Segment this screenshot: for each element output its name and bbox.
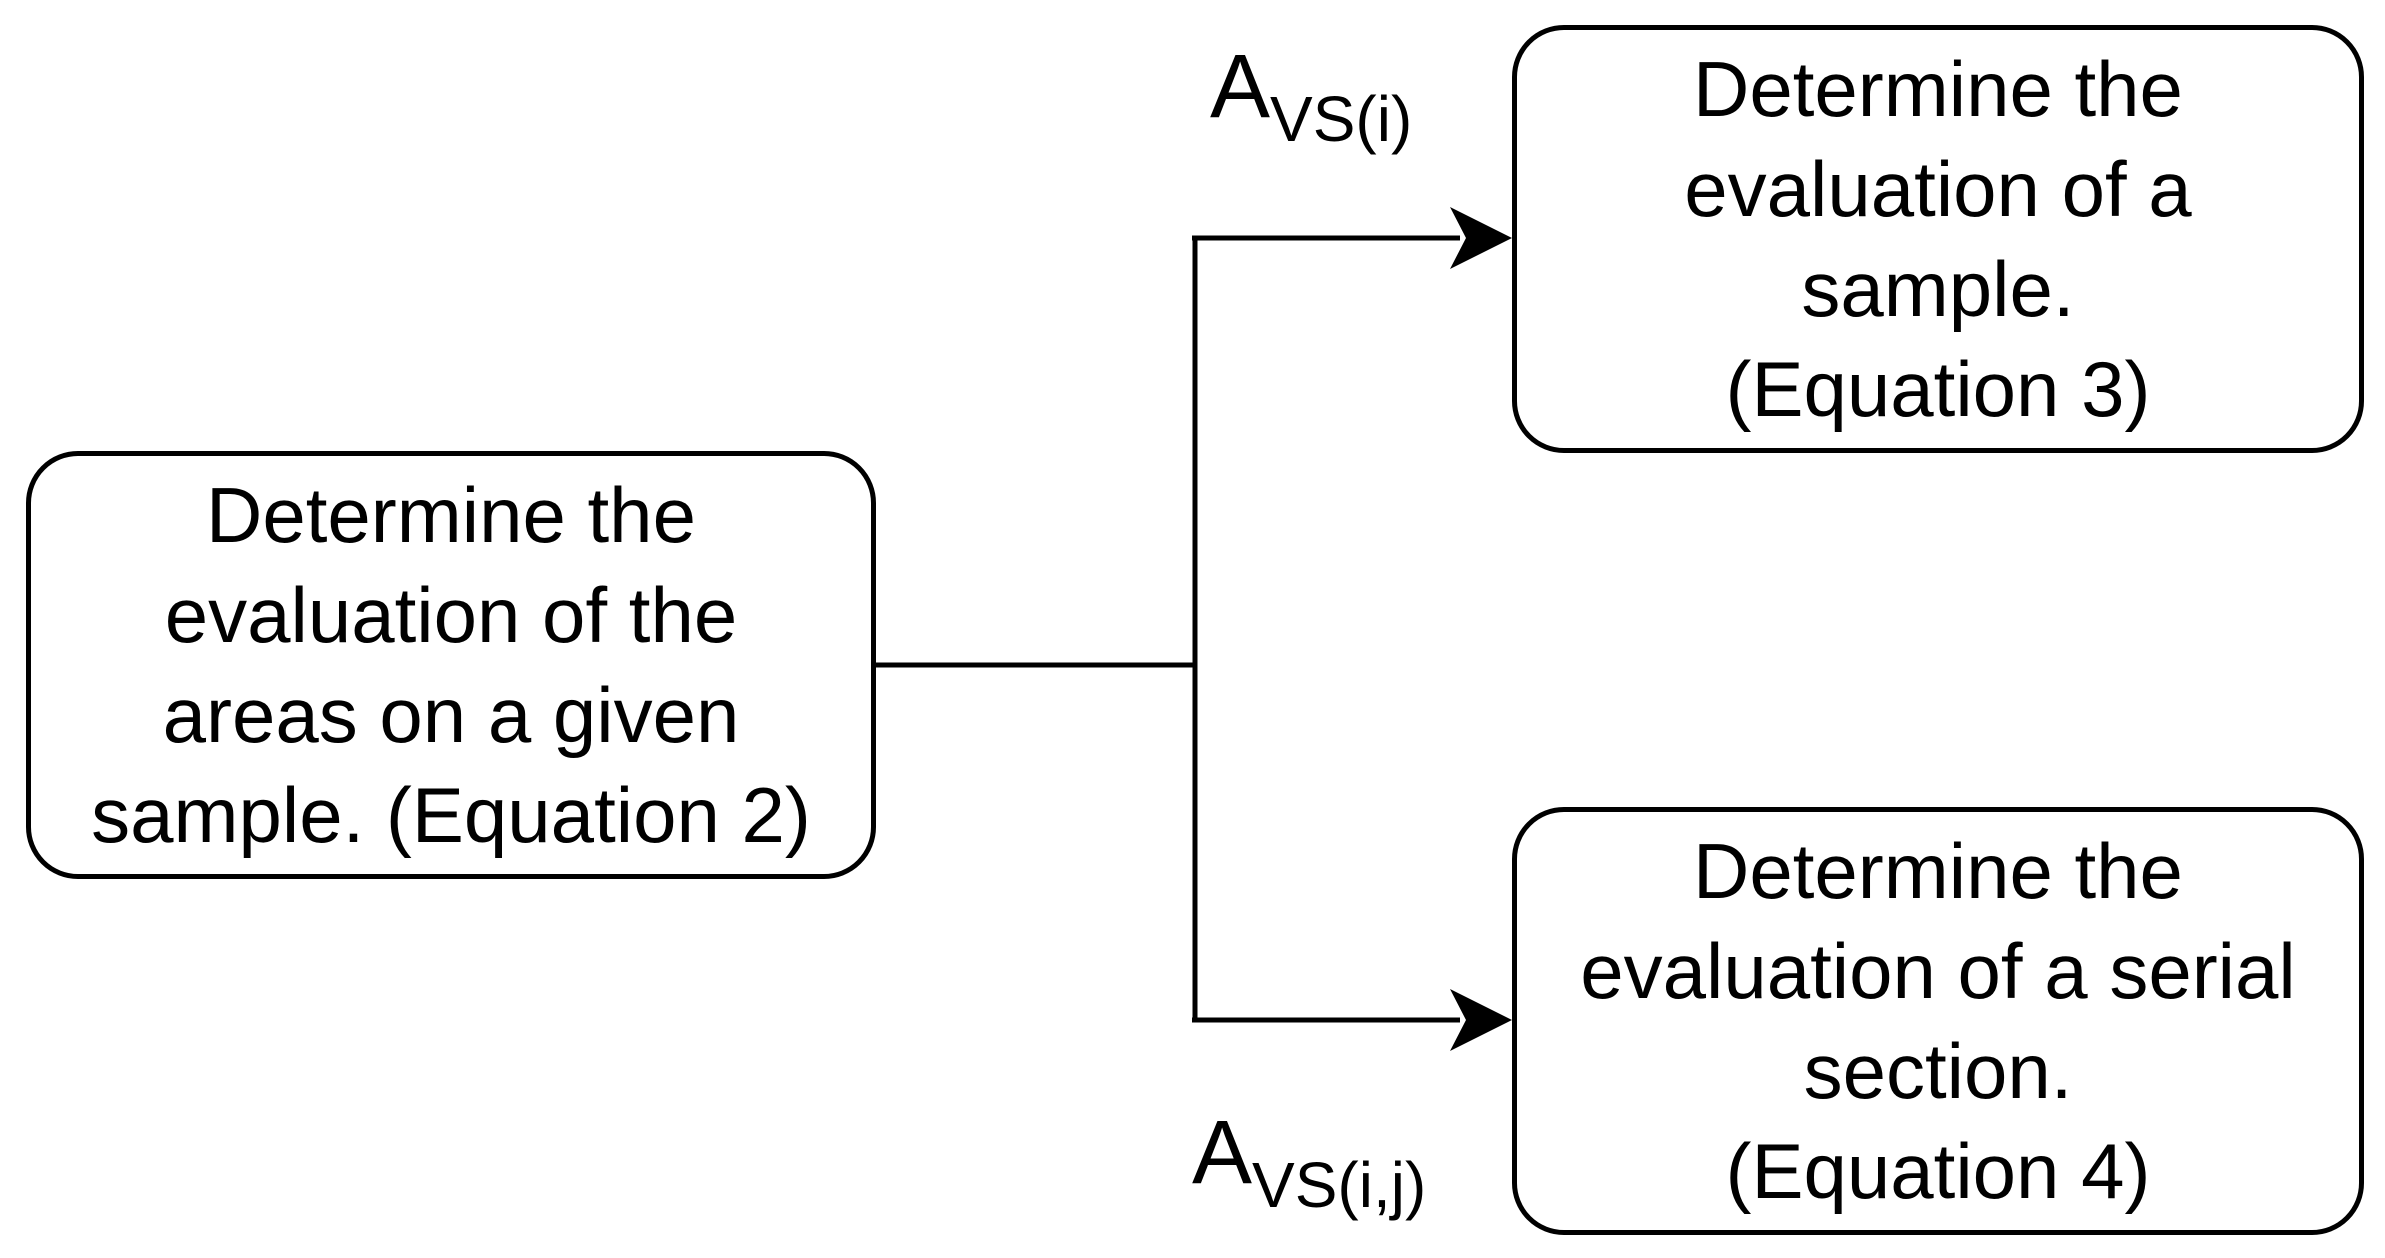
edge-label-avs-ij-main: A — [1192, 1103, 1253, 1203]
node-evaluation-of-areas: Determine the evaluation of the areas on… — [26, 451, 876, 879]
node-evaluation-of-sample: Determine the evaluation of a sample. (E… — [1512, 25, 2364, 453]
node-evaluation-of-serial-section: Determine the evaluation of a serial sec… — [1512, 807, 2364, 1235]
edge-label-avs-i-main: A — [1210, 37, 1271, 137]
node-evaluation-of-sample-text: Determine the evaluation of a sample. (E… — [1684, 45, 2192, 433]
edge-label-avs-i: AVS(i) — [1210, 42, 1412, 151]
arrowhead-bottom — [1450, 989, 1512, 1051]
edge-label-avs-ij-sub: VS(i,j) — [1252, 1149, 1427, 1221]
node-evaluation-of-areas-text: Determine the evaluation of the areas on… — [91, 471, 811, 859]
arrowhead-top — [1450, 207, 1512, 269]
edge-label-avs-i-sub: VS(i) — [1270, 83, 1413, 155]
edge-label-avs-ij: AVS(i,j) — [1192, 1108, 1426, 1217]
node-evaluation-of-serial-section-text: Determine the evaluation of a serial sec… — [1580, 827, 2296, 1215]
